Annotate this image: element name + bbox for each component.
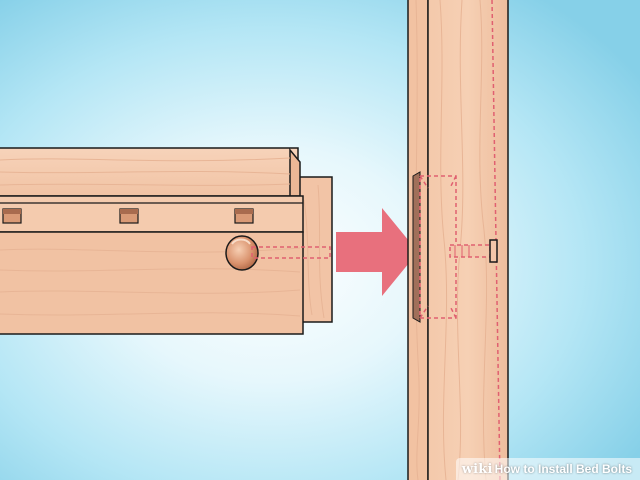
bolt-guide-rail — [251, 246, 331, 259]
watermark-title: How to Install Bed Bolts — [494, 462, 632, 476]
bed-post — [407, 0, 509, 480]
insert-direction-arrow — [336, 208, 418, 296]
rail-ledge — [0, 195, 304, 233]
watermark-brand: wiki — [461, 461, 493, 477]
counterbore-hole — [225, 235, 259, 271]
bed-bolt — [449, 239, 498, 263]
bed-rail — [0, 147, 333, 335]
slat-notches — [2, 208, 254, 224]
wikihow-watermark: wiki How to Install Bed Bolts — [455, 458, 640, 480]
